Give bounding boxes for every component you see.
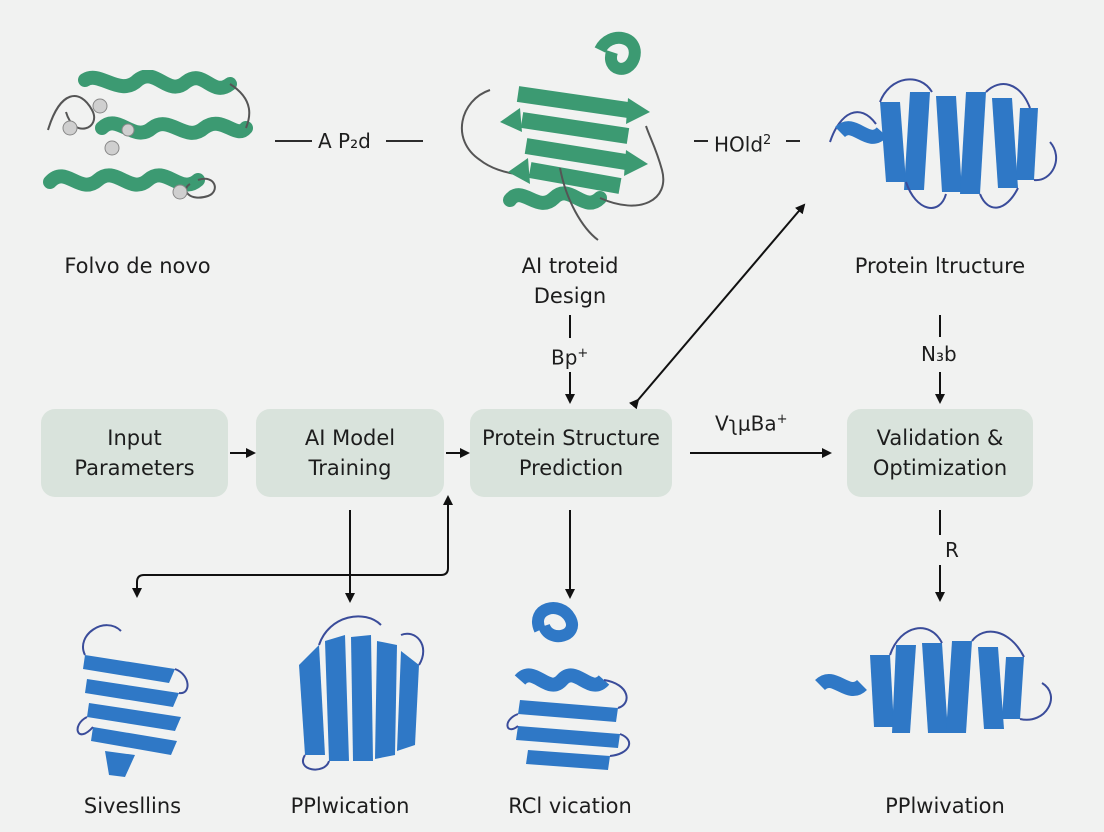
protein-label-top-right: Protein ltructure — [854, 254, 1026, 278]
edge-label-center-down-sup: + — [577, 346, 589, 361]
bottom-label-2: PPlwication — [290, 794, 410, 818]
blue-protein-bottom-2 — [299, 615, 425, 771]
blue-protein-bottom-3 — [506, 602, 631, 770]
box-protein-structure-prediction-line1: Protein Structure — [482, 426, 660, 450]
box-validation-optimization-line1: Validation & — [876, 426, 1004, 450]
arrow-bidirectional — [629, 203, 806, 410]
protein-label-top-left: Folvo de novo — [64, 254, 211, 278]
edge-label-top-right: HOld2 — [714, 129, 771, 157]
box-ai-model-training-line1: AI Model — [304, 426, 396, 450]
bottom-label-1: Sivesllins — [83, 794, 182, 818]
blue-protein-bottom-4 — [815, 627, 1052, 733]
edge-label-middle-right: VʅμBa+ — [715, 408, 788, 436]
bottom-label-3: RCl vication — [508, 794, 632, 818]
edge-label-right-down: N₃b — [921, 342, 957, 366]
arrow-feedback-loop — [132, 500, 449, 598]
box-protein-structure-prediction-line2: Prediction — [518, 456, 624, 480]
edge-label-top-left: A P₂d — [318, 129, 371, 153]
blue-protein-top-right — [829, 78, 1058, 209]
edge-label-middle-right-sup: + — [776, 412, 788, 427]
edge-label-top-right-base: HOld — [714, 132, 764, 157]
edge-label-validation-down: R — [945, 538, 959, 562]
protein-label-top-center: AI troteid Design — [470, 251, 670, 311]
edge-label-center-down: Bp+ — [551, 342, 588, 370]
protein-label-top-center-line1: AI troteid — [521, 254, 619, 278]
edge-label-center-down-base: Bp — [551, 345, 578, 370]
edge-label-middle-right-base: VʅμBa — [715, 411, 777, 436]
box-input-parameters-line1: Input — [107, 426, 162, 450]
green-helix-protein — [43, 70, 253, 200]
box-ai-model-training-line2: Training — [308, 456, 392, 480]
box-validation-optimization-line2: Optimization — [872, 456, 1008, 480]
edge-label-top-right-sup: 2 — [763, 133, 772, 148]
protein-label-top-center-line2: Design — [533, 284, 607, 308]
bottom-label-4: PPlwivation — [885, 794, 1005, 818]
box-input-parameters-line2: Parameters — [74, 456, 195, 480]
blue-protein-bottom-1 — [76, 624, 189, 777]
box-validation-optimization: Validation & Optimization — [847, 409, 1033, 497]
green-beta-protein — [461, 31, 665, 241]
